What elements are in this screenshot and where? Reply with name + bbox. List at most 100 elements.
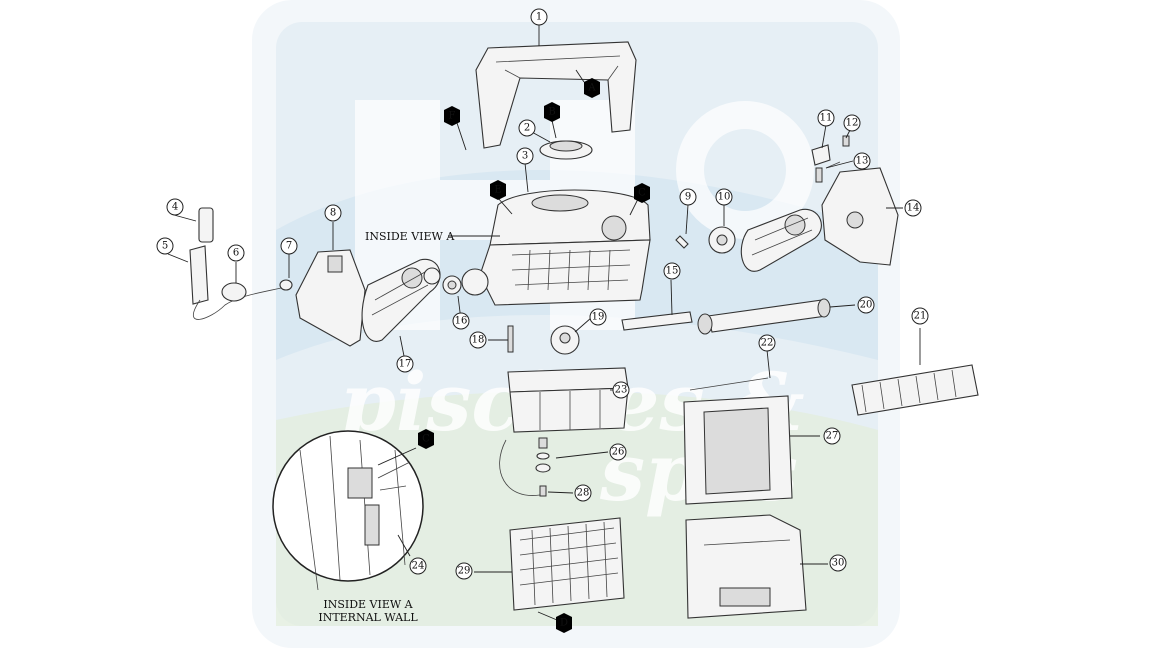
part-left-bushings	[423, 267, 489, 296]
svg-text:23: 23	[615, 385, 628, 396]
part-filter-frame	[683, 395, 793, 505]
part-filter-strip	[621, 311, 693, 331]
svg-text:21: 21	[914, 311, 927, 322]
svg-text:1: 1	[536, 12, 542, 23]
callout-B: B	[544, 102, 560, 122]
callout-5: 5	[156, 237, 174, 255]
callout-A: A	[584, 78, 600, 98]
svg-text:17: 17	[399, 359, 412, 370]
svg-text:C: C	[422, 434, 430, 445]
svg-text:4: 4	[172, 202, 178, 213]
part-right-side-panel	[821, 167, 899, 266]
svg-text:F: F	[449, 111, 456, 122]
callout-28: 28	[574, 484, 592, 502]
svg-text:26: 26	[612, 447, 625, 458]
part-roller-shaft	[697, 298, 831, 335]
callout-C-inset: C	[418, 429, 434, 449]
part-handle	[475, 41, 637, 149]
svg-text:11: 11	[820, 113, 833, 124]
part-filter-canister	[507, 367, 629, 433]
part-pin	[675, 235, 689, 249]
callout-D: D	[556, 613, 572, 633]
svg-text:C: C	[638, 188, 646, 199]
inset-caption-line1: INSIDE VIEW A	[323, 598, 413, 611]
svg-text:28: 28	[577, 488, 590, 499]
callout-12: 12	[843, 114, 861, 132]
svg-text:B: B	[548, 107, 555, 118]
svg-text:24: 24	[412, 561, 425, 572]
callout-14: 14	[904, 199, 922, 217]
callout-22: 22	[758, 334, 776, 352]
part-drive-gear	[708, 226, 736, 254]
callout-29: 29	[455, 562, 473, 580]
svg-text:3: 3	[522, 151, 528, 162]
svg-text:16: 16	[455, 316, 468, 327]
svg-text:5: 5	[162, 241, 168, 252]
callout-8: 8	[324, 204, 342, 222]
callout-4: 4	[166, 198, 184, 216]
svg-text:7: 7	[286, 241, 292, 252]
part-small-shaft	[507, 325, 514, 353]
callout-16: 16	[452, 312, 470, 330]
inset-caption-line2: INTERNAL WALL	[318, 611, 418, 624]
part-impeller-cover	[539, 140, 593, 160]
callout-30: 30	[829, 554, 847, 572]
callout-3: 3	[516, 147, 534, 165]
callout-23: 23	[612, 381, 630, 399]
svg-text:D: D	[560, 618, 568, 629]
callout-9: 9	[679, 188, 697, 206]
callout-10: 10	[715, 188, 733, 206]
callout-20: 20	[857, 296, 875, 314]
part-left-track	[361, 258, 441, 342]
callout-27: 27	[823, 427, 841, 445]
callout-11: 11	[817, 109, 835, 127]
svg-text:10: 10	[718, 192, 731, 203]
callout-7: 7	[280, 237, 298, 255]
svg-text:20: 20	[860, 300, 873, 311]
part-brush	[851, 364, 979, 416]
part-flap-valve	[550, 325, 580, 355]
svg-text:2: 2	[524, 123, 530, 134]
svg-text:27: 27	[826, 431, 839, 442]
part-mesh-basket	[509, 517, 625, 611]
svg-text:29: 29	[458, 566, 471, 577]
svg-text:15: 15	[666, 266, 679, 277]
callout-15: 15	[663, 262, 681, 280]
svg-text:9: 9	[685, 192, 691, 203]
callouts: 1 2 3 4 5 6 7 8 9 10 11 12 13 14 15 16 1…	[156, 8, 929, 633]
part-motor-housing	[479, 189, 651, 306]
callout-13: 13	[853, 152, 871, 170]
callout-1: 1	[530, 8, 548, 26]
svg-text:13: 13	[856, 156, 869, 167]
callout-21: 21	[911, 307, 929, 325]
part-cable-washer	[279, 279, 293, 291]
callout-F: F	[444, 106, 460, 126]
part-cable-swivel	[189, 207, 291, 320]
part-power-supply	[685, 514, 807, 619]
inset-inside-view-a	[272, 430, 424, 591]
part-wire	[689, 377, 769, 391]
callout-E: E	[490, 180, 506, 200]
callout-26: 26	[609, 443, 627, 461]
svg-text:14: 14	[907, 203, 920, 214]
part-cable-clip	[221, 282, 247, 302]
callout-18: 18	[469, 331, 487, 349]
svg-text:19: 19	[592, 312, 605, 323]
callout-2: 2	[518, 119, 536, 137]
part-left-side-panel	[295, 249, 366, 347]
svg-text:E: E	[494, 185, 501, 196]
part-valve-stack	[499, 437, 551, 496]
callout-24: 24	[409, 557, 427, 575]
part-clip	[539, 485, 547, 497]
callout-17: 17	[396, 355, 414, 373]
svg-text:12: 12	[846, 118, 859, 129]
label-inside-view-a: INSIDE VIEW A	[365, 230, 455, 243]
callout-C: C	[634, 183, 650, 203]
leader-lines	[167, 25, 921, 621]
svg-text:8: 8	[330, 208, 336, 219]
svg-text:18: 18	[472, 335, 485, 346]
svg-text:30: 30	[832, 558, 845, 569]
svg-text:6: 6	[233, 248, 239, 259]
svg-text:A: A	[587, 83, 596, 94]
